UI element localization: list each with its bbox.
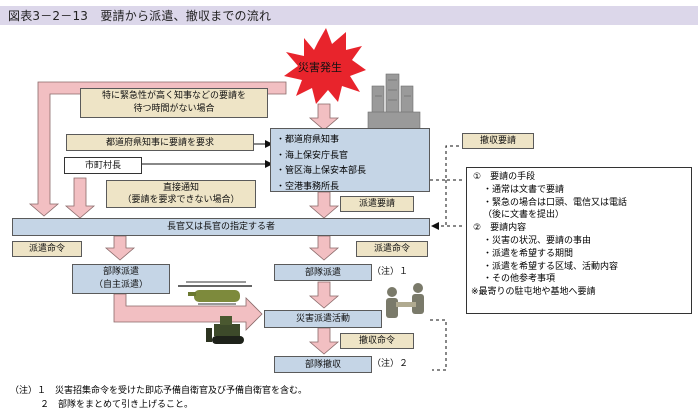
title-bar: 図表3－2－13 要請から派遣、撤収までの流れ (0, 6, 698, 25)
dispatch-order-right: 派遣命令 (356, 241, 428, 257)
dispatch-request-tag: 派遣要請 (340, 196, 414, 212)
request-info-item: （後に文書を提出） (483, 210, 565, 221)
request-info-item: ・通常は文書で要請 (483, 184, 565, 195)
urgent-case-box: 特に緊急性が高く知事などの要請を 待つ時間がない場合 (80, 88, 268, 118)
requester-item: ・都道府県知事 (276, 135, 340, 145)
disaster-activity-box: 災害派遣活動 (264, 310, 382, 328)
arrow-unit-to-activity (308, 281, 340, 309)
request-content-heading: ② 要請内容 (473, 223, 527, 234)
request-info-item: ・緊急の場合は口頭、電信又は電話 (483, 197, 628, 208)
footnote-2: ２ 部隊をまとめて引き上げること。 (40, 400, 194, 410)
arrow-mayor-to-minister (64, 177, 96, 219)
requesters-list: ・都道府県知事 ・海上保安庁長官 ・管区海上保安本部長 ・空港事務所長 (276, 133, 366, 195)
footnote-1: （注）１ 災害招集命令を受けた即応予備自衛官及び予備自衛官を含む。 (10, 386, 308, 396)
withdraw-order-tag: 撤収命令 (340, 333, 414, 349)
governor-request-box: 都道府県知事に要請を要求 (66, 134, 254, 151)
withdraw-request-tag: 撤収要請 (462, 133, 534, 149)
arrow-minister-to-unit (308, 235, 340, 261)
dispatch-order-left: 派遣命令 (12, 241, 82, 257)
building-icon (367, 73, 421, 131)
arrow-pref-to-minister (308, 191, 340, 219)
dashed-to-minister (431, 180, 447, 230)
self-dispatch-box: 部隊派遣 （自主派遣） (72, 264, 170, 294)
request-info-footnote: ※最寄りの駐屯地や基地へ要請 (471, 287, 596, 298)
request-info-item: ・その他参考事項 (483, 274, 556, 285)
minister-bar: 長官又は長官の指定する者 (12, 218, 430, 236)
request-info-panel: ① 要請の手段 ・通常は文書で要請 ・緊急の場合は口頭、電信又は電話 （後に文書… (466, 167, 692, 314)
dashed-withdraw-request (430, 145, 462, 181)
mayor-box: 市町村長 (64, 157, 142, 174)
request-means-heading: ① 要請の手段 (473, 172, 536, 182)
request-info-item: ・災害の状況、要請の事由 (483, 235, 592, 246)
disaster-burst-icon (284, 28, 366, 104)
direct-notice-box: 直接通知 （要請を要求できない場合） (106, 180, 256, 208)
helicopter-icon (178, 281, 252, 305)
unit-withdraw-box: 部隊撤収 (274, 356, 372, 373)
requester-item: ・管区海上保安本部長 (276, 166, 367, 176)
note2-tag: （注）２ (372, 359, 409, 369)
dashed-activity-withdraw (430, 319, 447, 371)
arrow-burst-to-pref (308, 103, 340, 131)
requester-item: ・空港事務所長 (276, 181, 340, 192)
bulldozer-icon (206, 316, 244, 344)
requester-item: ・海上保安庁長官 (276, 150, 349, 161)
unit-dispatch-box: 部隊派遣 (274, 264, 372, 281)
request-info-item: ・派遣を希望する期間 (483, 248, 574, 259)
disaster-label: 災害発生 (298, 61, 342, 74)
arrow-activity-to-withdraw (308, 327, 340, 355)
requesters-box (270, 128, 430, 192)
request-info-item: ・派遣を希望する区域、活動内容 (483, 261, 619, 272)
note1-tag: （注）１ (372, 267, 409, 277)
soldiers-icon (386, 283, 424, 318)
diagram-title: 図表3－2－13 要請から派遣、撤収までの流れ (8, 9, 272, 23)
arrow-minister-to-self (104, 235, 136, 261)
